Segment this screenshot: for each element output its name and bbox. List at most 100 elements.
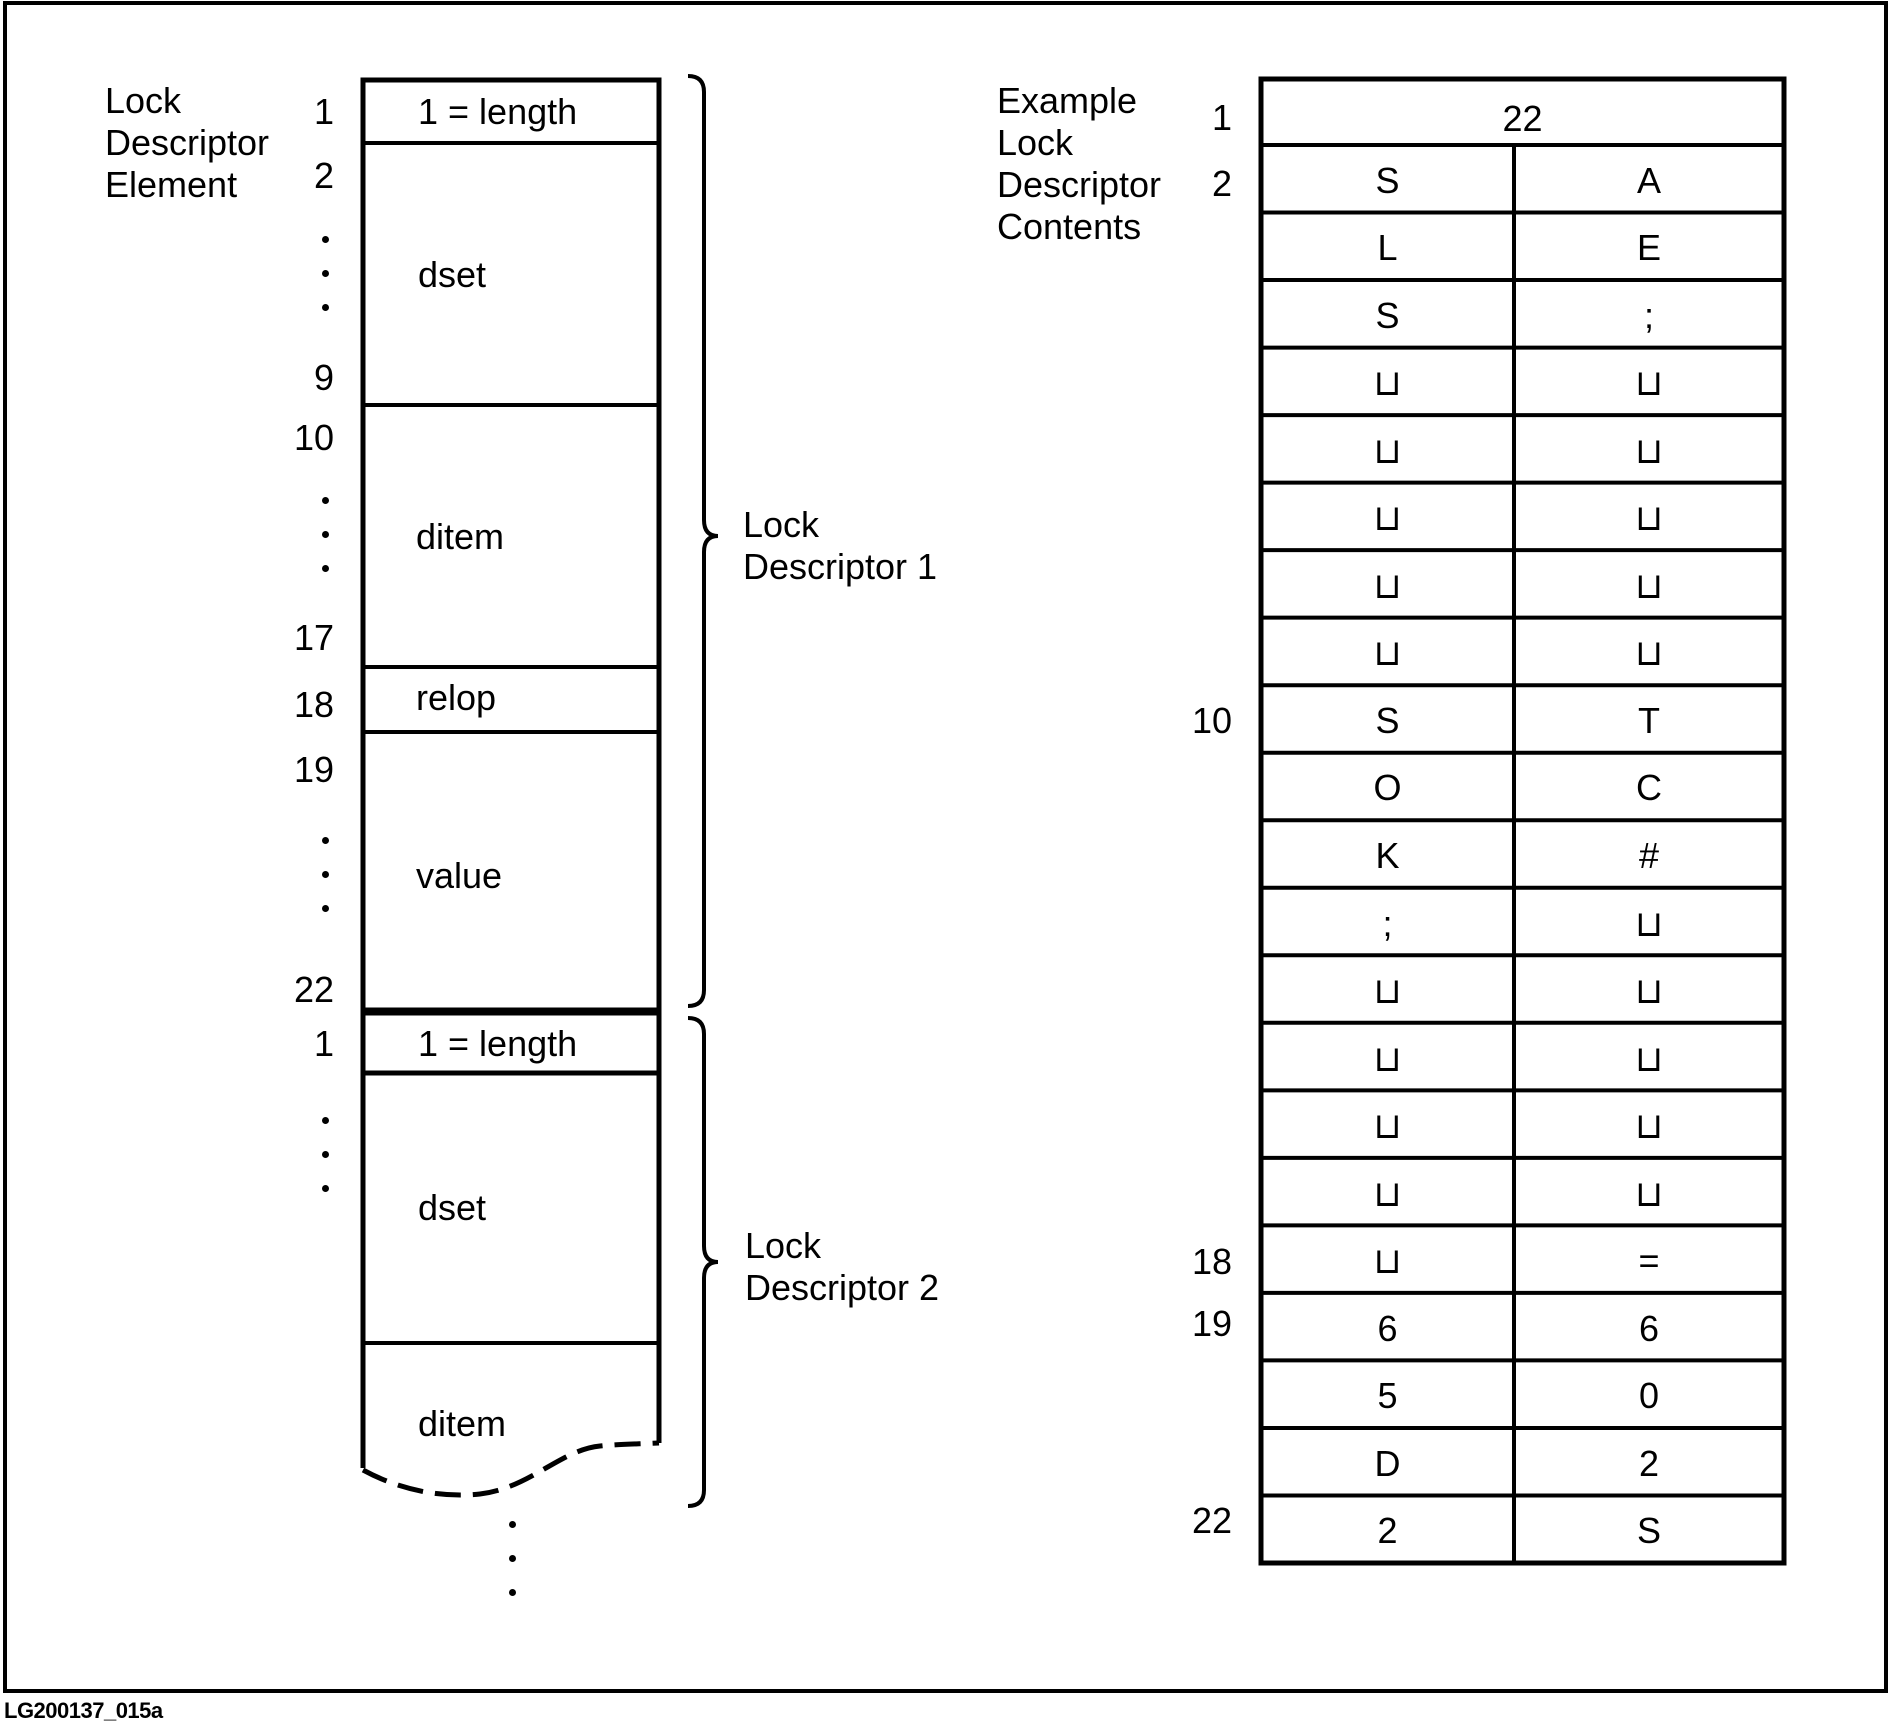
- example-cell-left: 2: [1377, 1510, 1398, 1552]
- ellipsis-dot: [322, 1151, 329, 1158]
- ellipsis-dot: [322, 236, 329, 243]
- example-number-19: 19: [1191, 1303, 1232, 1344]
- ellipsis-dot: [322, 304, 329, 311]
- example-cell-right: ⊔: [1634, 1037, 1664, 1079]
- example-cell-right: ⊔: [1634, 970, 1664, 1012]
- field-relop: relop: [416, 677, 497, 718]
- ellipsis-dot: [322, 531, 329, 538]
- ellipsis-dot: [322, 565, 329, 572]
- example-cell-left: D: [1374, 1442, 1401, 1484]
- brace-lock-descriptor-2: [687, 1016, 719, 1508]
- field-length-1: 1 = length: [418, 91, 578, 132]
- example-cell-right: ;: [1643, 294, 1654, 336]
- element-number-17: 17: [293, 617, 334, 658]
- example-cell-left: O: [1373, 767, 1402, 809]
- example-number-10: 10: [1191, 700, 1232, 741]
- left-column-box: [360, 77, 662, 1076]
- example-cell-right: ⊔: [1634, 632, 1664, 674]
- right-title: Example Lock Descriptor Contents: [997, 80, 1161, 248]
- brace-label-1: Lock Descriptor 1: [743, 504, 937, 588]
- example-cell-left: ⊔: [1373, 1172, 1402, 1214]
- field-ditem-2: ditem: [418, 1403, 507, 1444]
- element-number-18: 18: [293, 684, 334, 725]
- brace-label-line: Lock: [745, 1225, 822, 1266]
- example-cell-right: C: [1636, 767, 1662, 809]
- brace-lock-descriptor-1: [687, 74, 719, 1008]
- example-cell-right: S: [1636, 1510, 1661, 1552]
- field-dset-1: dset: [418, 254, 487, 295]
- example-cell-left: S: [1375, 159, 1400, 201]
- example-cell-right: 2: [1638, 1442, 1660, 1484]
- example-cell-right: T: [1638, 699, 1660, 741]
- ellipsis-dot: [322, 1185, 329, 1192]
- figure-id: LG200137_015a: [4, 1698, 163, 1723]
- element-number-2: 2: [313, 155, 334, 196]
- outer-frame: [3, 1, 1888, 1693]
- example-cell-right: #: [1638, 835, 1660, 876]
- example-cell-left: ;: [1382, 902, 1393, 944]
- example-cell-left: ⊔: [1373, 1240, 1402, 1282]
- field-length-2: 1 = length: [418, 1023, 578, 1064]
- example-number-22: 22: [1191, 1500, 1232, 1541]
- element-number-22: 22: [293, 969, 334, 1010]
- left-title-line: Element: [105, 164, 238, 205]
- example-cell-left: L: [1377, 227, 1398, 269]
- example-cell-right: ⊔: [1634, 362, 1664, 404]
- field-value: value: [416, 855, 503, 896]
- example-cell-left: 5: [1377, 1375, 1398, 1417]
- example-cell-left: ⊔: [1373, 362, 1402, 404]
- example-number-1: 1: [1211, 97, 1232, 138]
- left-column-dividers: [363, 141, 659, 734]
- example-cell-right: ⊔: [1634, 497, 1664, 539]
- ellipsis-dot: [322, 871, 329, 878]
- element-number-9: 9: [313, 357, 334, 398]
- left-title-line: Lock: [105, 80, 182, 121]
- continuation-dot: [509, 1555, 516, 1562]
- ellipsis-dot: [322, 837, 329, 844]
- element-number-10: 10: [293, 417, 334, 458]
- example-cell-left: ⊔: [1373, 632, 1402, 674]
- example-cell-right: 0: [1638, 1375, 1660, 1417]
- example-row-lines: [1261, 143, 1784, 1498]
- right-title-line: Lock: [997, 122, 1074, 163]
- element-number-1: 1: [313, 91, 334, 132]
- example-cell-right: ⊔: [1634, 564, 1664, 606]
- example-number-2: 2: [1211, 163, 1232, 204]
- example-cell-right: ⊔: [1634, 902, 1664, 944]
- ellipsis-dot: [322, 1117, 329, 1124]
- field-ditem-1: ditem: [416, 516, 505, 557]
- example-cell-right: ⊔: [1634, 1105, 1664, 1147]
- second-descriptor-box: [360, 1073, 662, 1468]
- brace-label-line: Lock: [743, 504, 820, 545]
- example-cell-left: ⊔: [1373, 497, 1402, 539]
- example-cell-left: 6: [1377, 1307, 1398, 1349]
- ellipsis-dot: [322, 905, 329, 912]
- example-cell-left: ⊔: [1373, 564, 1402, 606]
- right-title-line: Descriptor: [997, 164, 1162, 205]
- example-cell-right: 6: [1638, 1307, 1660, 1349]
- brace-label-2: Lock Descriptor 2: [745, 1225, 939, 1309]
- example-cell-left: S: [1375, 294, 1400, 336]
- element-number-19: 19: [293, 749, 334, 790]
- example-number-18: 18: [1191, 1241, 1232, 1282]
- example-length-cell: 22: [1502, 98, 1543, 139]
- brace-label-line: Descriptor 2: [745, 1267, 940, 1308]
- example-cell-left: ⊔: [1373, 970, 1402, 1012]
- continuation-dot: [509, 1521, 516, 1528]
- left-title-line: Descriptor: [105, 122, 270, 163]
- torn-edge: [361, 1440, 660, 1498]
- right-title-line: Contents: [997, 206, 1142, 247]
- example-cell-left: K: [1375, 835, 1400, 876]
- right-title-line: Example: [997, 80, 1138, 121]
- example-cell-left: ⊔: [1373, 429, 1402, 471]
- example-cell-right: ⊔: [1634, 429, 1664, 471]
- continuation-dot: [509, 1589, 516, 1596]
- element-number-1-second: 1: [313, 1023, 334, 1064]
- example-cell-right: A: [1636, 159, 1661, 201]
- brace-label-line: Descriptor 1: [743, 546, 938, 587]
- example-cell-right: E: [1636, 227, 1661, 269]
- example-cell-left: S: [1375, 699, 1400, 741]
- ellipsis-dot: [322, 270, 329, 277]
